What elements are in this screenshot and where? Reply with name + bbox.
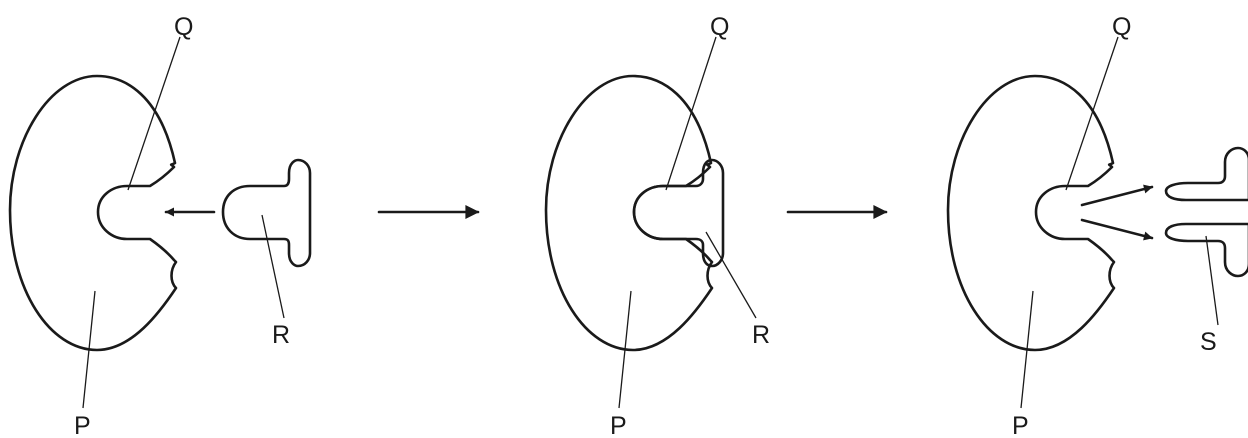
enzyme-p [946, 74, 1116, 352]
leader-p [618, 290, 632, 409]
leader-p [1020, 290, 1034, 409]
label-s: S [1200, 328, 1217, 356]
label-q: Q [710, 13, 729, 41]
product-s-lower [1164, 222, 1248, 278]
leader-r [261, 214, 285, 319]
product-s-upper [1164, 146, 1248, 202]
label-p: P [1012, 412, 1029, 438]
substrate-r-bound [632, 158, 725, 268]
leader-s [1205, 235, 1219, 326]
panel-2: Q P R [544, 13, 770, 438]
leader-r [705, 231, 757, 319]
label-q: Q [1112, 13, 1131, 41]
substrate-r [221, 158, 312, 268]
release-arrow-lower [1080, 218, 1154, 241]
panel-1: Q P R [8, 13, 312, 438]
leader-q [665, 36, 717, 191]
label-r: R [752, 321, 770, 349]
release-arrow-upper [1080, 184, 1154, 207]
label-p: P [74, 412, 91, 438]
leader-q [127, 36, 181, 191]
leader-p [82, 290, 96, 409]
leader-q [1065, 36, 1119, 191]
label-r: R [272, 321, 290, 349]
label-p: P [610, 412, 627, 438]
label-q: Q [174, 13, 193, 41]
enzyme-p [8, 74, 178, 352]
panel-3: Q P S [946, 13, 1248, 438]
